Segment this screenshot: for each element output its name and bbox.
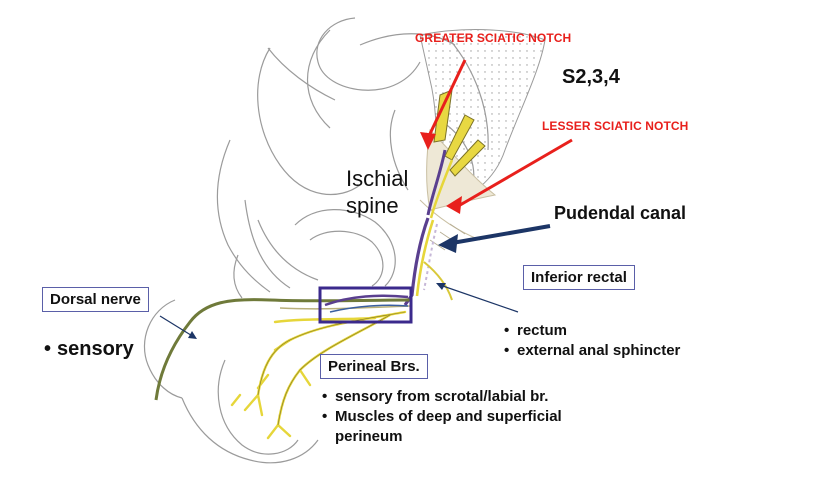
inferior-rectal-bullets: rectum external anal sphincter [504, 321, 680, 361]
dorsal-bullet-item: sensory [44, 337, 134, 361]
nerve-highlight-box [318, 286, 413, 324]
pudendal-canal-arrow [451, 224, 551, 245]
lesser-notch-arrow [454, 138, 573, 210]
dorsal-nerve-bullets: sensory [44, 337, 134, 361]
inferior-rectal-branch [423, 261, 453, 301]
inferior-rectal-pointer [439, 284, 519, 313]
perineal-bullet-item: Muscles of deep and superficial [322, 407, 562, 427]
perineal-bullets: sensory from scrotal/labial br. Muscles … [322, 387, 562, 447]
dorsal-nerve-box: Dorsal nerve [42, 287, 149, 312]
inferior-rectal-bullet-item: rectum [504, 321, 680, 341]
pudendal-canal-label: Pudendal canal [554, 203, 687, 223]
perineal-bullet-continuation: perineum [335, 428, 403, 445]
perineal-bullet-item: sensory from scrotal/labial br. [322, 387, 562, 407]
ischial-spine-label: Ischial spine [346, 165, 408, 219]
lesser-sciatic-notch-label: LESSER SCIATIC NOTCH [542, 119, 689, 133]
greater-sciatic-notch-label: GREATER SCIATIC NOTCH [415, 31, 572, 45]
inferior-rectal-box: Inferior rectal [523, 265, 635, 290]
dorsal-nerve-path [154, 298, 411, 401]
inferior-rectal-bullet-item: external anal sphincter [504, 341, 680, 361]
dorsal-nerve-pointer [159, 315, 195, 338]
sacral-roots-label: S2,3,4 [562, 66, 620, 88]
sacral-nerve-roots [433, 89, 486, 177]
ischial-spine-line-2: spine [346, 193, 399, 218]
greater-notch-arrow [426, 59, 467, 142]
perineal-branches-box: Perineal Brs. [320, 354, 428, 379]
pudendal-trunk-upper [426, 149, 447, 216]
ischial-spine-line-1: Ischial [346, 166, 409, 191]
